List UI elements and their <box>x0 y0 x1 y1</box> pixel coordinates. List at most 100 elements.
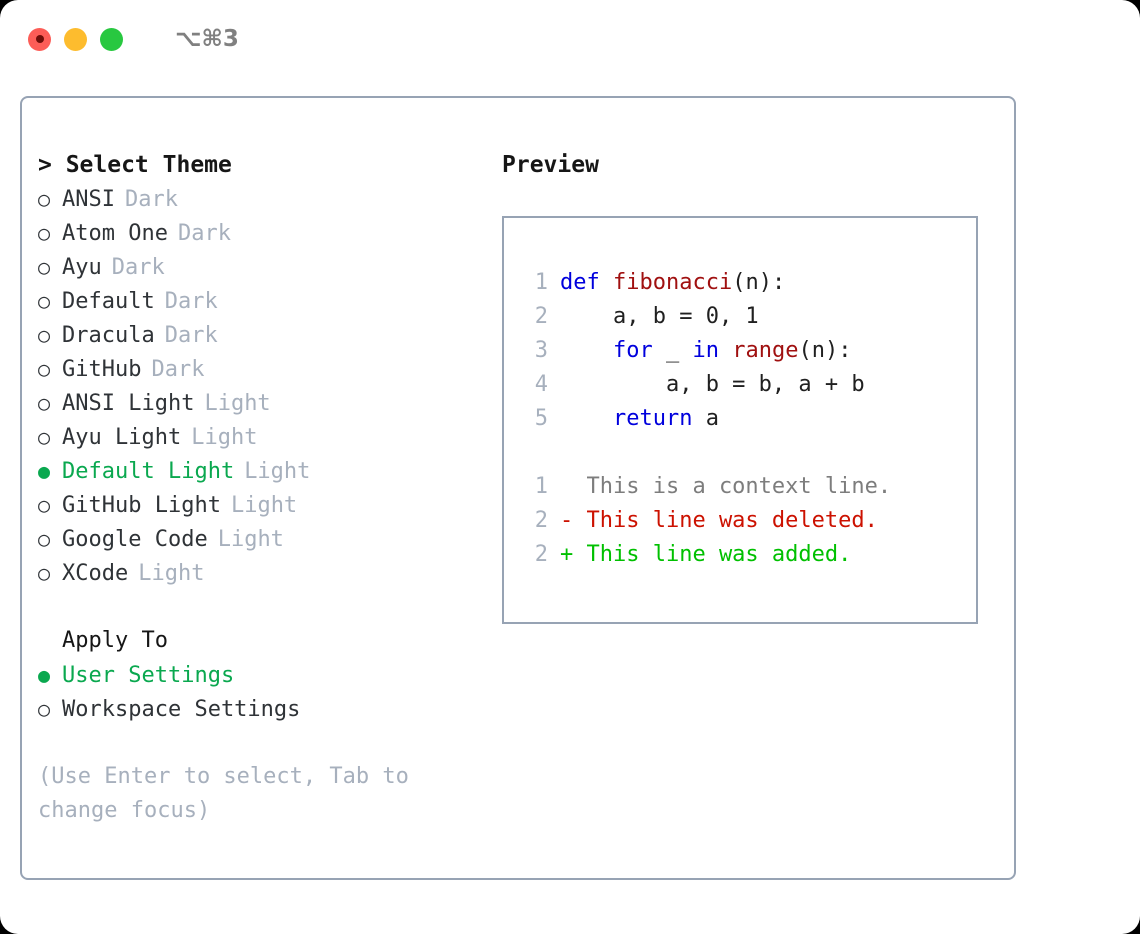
apply-to-option[interactable]: ● User Settings <box>38 658 498 692</box>
code-token: range <box>732 338 799 363</box>
code-token <box>719 338 732 363</box>
radio-unselected-icon[interactable]: ○ <box>38 697 51 721</box>
diff-line: 2+ This line was added. <box>520 538 968 572</box>
line-number: 4 <box>534 372 548 397</box>
theme-name-label: ANSI Light <box>62 391 195 416</box>
radio-unselected-icon[interactable]: ○ <box>38 493 51 517</box>
radio-unselected-icon[interactable]: ○ <box>38 323 51 347</box>
code-line-text: a, b = 0, 1 <box>560 300 759 334</box>
apply-to-group: Apply To ● User Settings ○ Workspace Settin… <box>38 624 498 726</box>
theme-list-item[interactable]: ○ ANSI Light Light <box>38 386 498 420</box>
theme-name-label: Google Code <box>62 527 208 552</box>
radio-unselected-icon[interactable]: ○ <box>38 289 51 313</box>
line-number: 2 <box>534 508 548 533</box>
theme-list-item[interactable]: ○ GitHub Dark <box>38 352 498 386</box>
code-line: 1 def fibonacci(n): <box>520 266 968 300</box>
code-line-text: return a <box>560 402 719 436</box>
radio-unselected-icon[interactable]: ○ <box>38 391 51 415</box>
code-token: (n): <box>798 338 852 363</box>
code-token: _ <box>652 338 693 363</box>
diff-sample: 1 This is a context line. 2 - This line wa… <box>520 470 968 572</box>
code-token: in <box>692 338 719 363</box>
code-token: for <box>612 338 653 363</box>
theme-name-label: GitHub <box>62 357 142 382</box>
theme-list-item[interactable]: ○ ANSI Dark <box>38 182 498 216</box>
preview-heading: Preview <box>502 152 599 178</box>
code-token: fibonacci <box>613 270 733 295</box>
theme-name-label: GitHub Light <box>62 493 221 518</box>
code-token <box>560 338 613 363</box>
theme-kind-badge: Dark <box>177 221 231 246</box>
line-number: 2 <box>534 304 548 329</box>
line-number: 5 <box>534 406 548 431</box>
diff-line: 2 - This line was deleted. <box>520 504 968 538</box>
radio-unselected-icon[interactable]: ○ <box>38 527 51 551</box>
diff-line-text: - This line was deleted. <box>560 508 878 533</box>
line-number: 3 <box>534 338 548 363</box>
maximize-button-icon[interactable] <box>100 27 123 51</box>
theme-name-label: Ayu <box>62 255 102 280</box>
radio-unselected-icon[interactable]: ○ <box>38 255 51 279</box>
theme-name-label: Dracula <box>62 323 155 348</box>
theme-kind-badge: Light <box>138 561 205 586</box>
minimize-button-icon[interactable] <box>64 27 87 51</box>
apply-to-option-label: Workspace Settings <box>62 697 301 722</box>
radio-selected-icon[interactable]: ● <box>38 459 51 483</box>
radio-selected-icon[interactable]: ● <box>38 663 51 687</box>
traffic-lights <box>28 27 123 51</box>
title-bar: ⌥⌘3 <box>0 0 1140 78</box>
radio-unselected-icon[interactable]: ○ <box>38 357 51 381</box>
code-line: 3 for _ in range(n): <box>520 334 968 368</box>
keyboard-hint-text: (Use Enter to select, Tab to change focu… <box>38 764 423 823</box>
diff-line-text: This is a context line. <box>560 474 892 499</box>
theme-list-item[interactable]: ○ Atom One Dark <box>38 216 498 250</box>
theme-name-label: Ayu Light <box>62 425 182 450</box>
theme-name-label: ANSI <box>62 187 115 212</box>
theme-kind-badge: Dark <box>124 187 178 212</box>
code-token: (n): <box>732 270 786 295</box>
radio-unselected-icon[interactable]: ○ <box>38 561 51 585</box>
radio-unselected-icon[interactable]: ○ <box>38 425 51 449</box>
line-number: 1 <box>534 270 548 295</box>
theme-name-label: Default Light <box>62 459 235 484</box>
code-line: 2 a, b = 0, 1 <box>520 300 968 334</box>
code-token: def <box>560 270 600 295</box>
radio-unselected-icon[interactable]: ○ <box>38 221 51 245</box>
code-token: a, b = b, a + b <box>560 372 865 397</box>
close-button-icon[interactable] <box>28 27 51 51</box>
code-line-text: for _ in range(n): <box>560 334 851 368</box>
apply-to-label: Apply To <box>62 628 168 653</box>
code-token <box>600 270 613 295</box>
code-token <box>560 406 613 431</box>
code-token: a, b = 0, 1 <box>560 304 759 329</box>
theme-kind-badge: Light <box>204 391 271 416</box>
diff-line: 1 This is a context line. <box>520 470 968 504</box>
theme-kind-badge: Dark <box>164 289 218 314</box>
code-line: 5 return a <box>520 402 968 436</box>
code-line-text: def fibonacci(n): <box>560 266 785 300</box>
code-line-text: a, b = b, a + b <box>560 368 865 402</box>
theme-kind-badge: Dark <box>151 357 205 382</box>
apply-to-option[interactable]: ○ Workspace Settings <box>38 692 498 726</box>
radio-unselected-icon[interactable]: ○ <box>38 187 51 211</box>
apply-to-options[interactable]: ● User Settings ○ Workspace Settings <box>38 658 498 726</box>
line-number: 1 <box>534 474 548 499</box>
apply-to-option-label: User Settings <box>62 663 235 688</box>
keyboard-shortcut-label: ⌥⌘3 <box>175 26 239 52</box>
theme-name-label: Atom One <box>62 221 168 246</box>
